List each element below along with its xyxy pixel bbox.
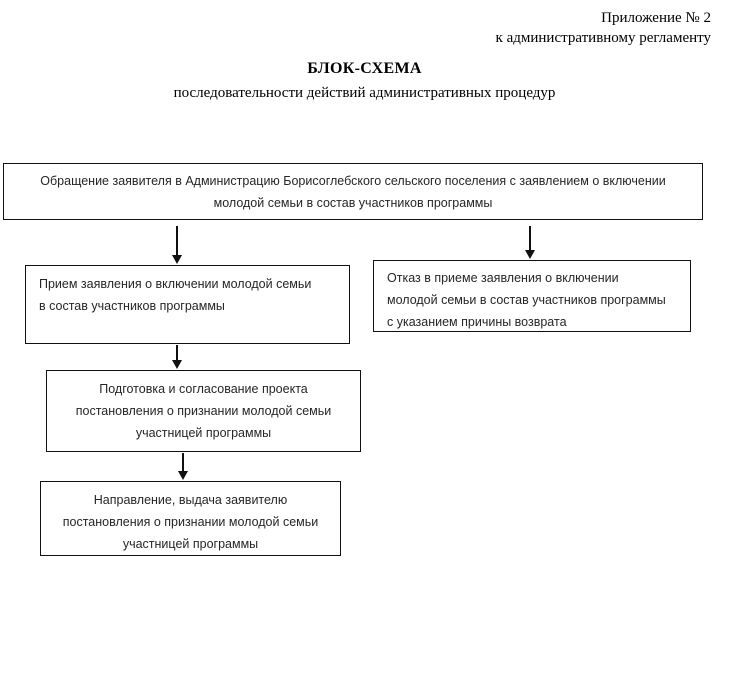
- appendix-number: Приложение № 2: [601, 10, 711, 26]
- arrow-shaft: [182, 453, 184, 471]
- arrow-intake-to-refusal-icon: [525, 226, 535, 259]
- arrow-shaft: [176, 226, 178, 255]
- flow-box-refusal-line-1: Отказ в приеме заявления о включении: [387, 271, 619, 285]
- flow-box-issue-line-1: Направление, выдача заявителю: [93, 493, 288, 507]
- flow-box-refusal-line-3: с указанием причины возврата: [387, 315, 567, 329]
- page-title: БЛОК-СХЕМА последовательности действий а…: [0, 58, 729, 104]
- flow-box-accept-line-2: в состав участников программы: [39, 299, 225, 313]
- arrow-head: [172, 255, 182, 264]
- flow-box-intake: Обращение заявителя в Администрацию Бори…: [3, 163, 703, 220]
- flow-box-draft-line-3: участницей программы: [135, 426, 272, 440]
- flow-box-draft: Подготовка и согласование проекта постан…: [46, 370, 361, 452]
- appendix-header: Приложение № 2 к административному регла…: [291, 8, 711, 48]
- flow-box-accept: Прием заявления о включении молодой семь…: [25, 265, 350, 344]
- flow-box-refusal: Отказ в приеме заявления о включении мол…: [373, 260, 691, 332]
- flow-box-refusal-line-2: молодой семьи в состав участников програ…: [387, 293, 666, 307]
- arrow-shaft: [529, 226, 531, 250]
- appendix-reference: к административному регламенту: [495, 30, 711, 46]
- page-title-main: БЛОК-СХЕМА: [307, 60, 422, 77]
- arrow-shaft: [176, 345, 178, 360]
- flow-box-intake-line-1: Обращение заявителя в Администрацию Бори…: [40, 174, 666, 188]
- arrow-intake-to-accept-icon: [172, 226, 182, 264]
- flow-box-intake-line-2: молодой семьи в состав участников програ…: [213, 196, 493, 210]
- arrow-draft-to-issue-icon: [178, 453, 188, 480]
- flow-box-issue-line-2: постановления о признании молодой семьи: [62, 515, 319, 529]
- flow-box-draft-line-1: Подготовка и согласование проекта: [99, 382, 308, 396]
- flow-box-issue-line-3: участницей программы: [122, 537, 259, 551]
- flow-box-accept-line-1: Прием заявления о включении молодой семь…: [39, 277, 312, 291]
- page-title-subtitle: последовательности действий администрати…: [173, 85, 556, 101]
- arrow-head: [525, 250, 535, 259]
- arrow-accept-to-draft-icon: [172, 345, 182, 369]
- flow-box-draft-line-2: постановления о признании молодой семьи: [75, 404, 332, 418]
- arrow-head: [178, 471, 188, 480]
- arrow-head: [172, 360, 182, 369]
- flow-box-issue: Направление, выдача заявителю постановле…: [40, 481, 341, 556]
